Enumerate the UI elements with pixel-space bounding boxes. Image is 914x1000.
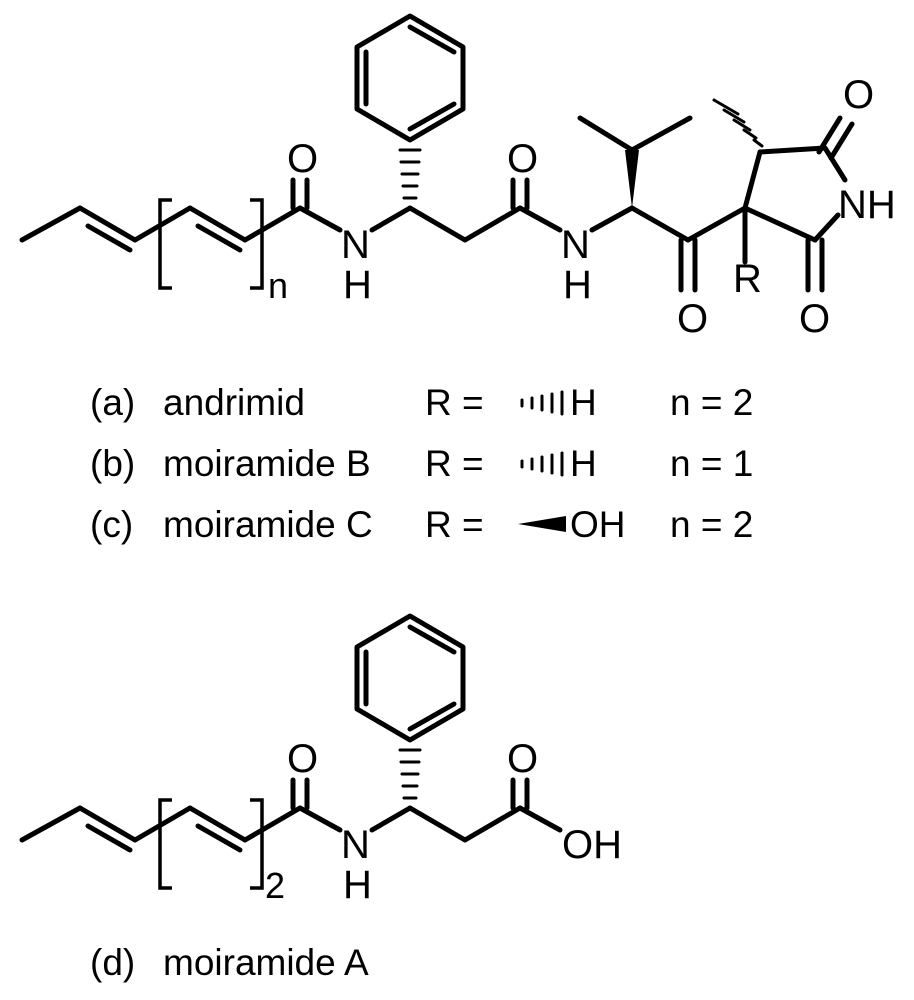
amide-nitrogen-bottom: N (341, 823, 370, 867)
polyene-chain (19, 205, 303, 253)
hashed-methyl-bond (712, 98, 764, 148)
imide-top-oxygen: O (843, 73, 874, 117)
legend-row-c: (c) moiramide C R = OH n = 2 (90, 504, 753, 545)
amide2-hydrogen: H (563, 263, 592, 307)
compound-name: moiramide B (163, 443, 371, 484)
amide-hydrogen-bottom: H (343, 863, 372, 907)
hashed-bond (398, 148, 422, 200)
r-group: R (733, 257, 762, 301)
bottom-structure: 2 O N H (19, 613, 622, 983)
carboxylic-acid (510, 777, 563, 833)
n-value: n = 2 (670, 382, 753, 423)
legend-label: (b) (90, 443, 135, 484)
ketone-oxygen: O (677, 297, 708, 341)
amide-bottom (290, 777, 343, 833)
compound-name: andrimid (163, 382, 305, 423)
ketone (678, 205, 748, 293)
wedge-bond-symbol (518, 516, 566, 532)
compound-name: moiramide C (163, 504, 373, 545)
repeat-subscript-bottom: 2 (265, 865, 285, 906)
repeat-subscript: n (268, 265, 288, 306)
imide-nh: NH (838, 183, 896, 227)
hashed-bond-bottom (398, 748, 422, 800)
caption-moiramide-a: (d) moiramide A (90, 942, 369, 983)
beta-phenylalanine-core-bottom (369, 748, 523, 843)
caption-name: moiramide A (163, 942, 369, 983)
legend-row-a: (a) andrimid R = H n = 2 (90, 382, 753, 423)
hashed-bond-symbol (520, 451, 564, 477)
r-value: H (570, 443, 597, 484)
imide-bottom-oxygen: O (799, 297, 830, 341)
r-prefix: R = (425, 504, 484, 545)
phenyl-ring-top (354, 13, 466, 143)
acid-hydroxyl: OH (562, 823, 622, 867)
hashed-bond-symbol (520, 390, 564, 416)
r-prefix: R = (425, 382, 484, 423)
amide1-oxygen: O (287, 137, 318, 181)
beta-phenylalanine-core (369, 148, 523, 243)
amide-1 (290, 177, 343, 233)
amide-2 (510, 177, 563, 233)
n-value: n = 1 (670, 443, 753, 484)
n-value: n = 2 (670, 504, 753, 545)
legend: (a) andrimid R = H n = 2 (b) moiramide B… (90, 382, 753, 545)
acid-carbonyl-oxygen: O (507, 737, 538, 781)
wedge-bond (625, 150, 639, 208)
legend-label: (a) (90, 382, 135, 423)
polyene-chain-bottom (19, 805, 303, 853)
valine-residue (577, 115, 693, 243)
repeat-bracket (158, 198, 264, 290)
repeat-bracket-bottom (158, 798, 264, 890)
succinimide-ring (712, 98, 855, 293)
caption-label: (d) (90, 942, 135, 983)
phenyl-ring-bottom (354, 613, 466, 743)
top-structure: n O N H (19, 13, 896, 341)
amide-oxygen-bottom: O (287, 737, 318, 781)
legend-label: (c) (90, 504, 133, 545)
amide1-hydrogen: H (343, 263, 372, 307)
r-value: H (570, 382, 597, 423)
amide2-nitrogen: N (561, 223, 590, 267)
r-prefix: R = (425, 443, 484, 484)
r-value: OH (570, 504, 626, 545)
legend-row-b: (b) moiramide B R = H n = 1 (90, 443, 753, 484)
amide2-oxygen: O (507, 137, 538, 181)
amide1-nitrogen: N (341, 223, 370, 267)
